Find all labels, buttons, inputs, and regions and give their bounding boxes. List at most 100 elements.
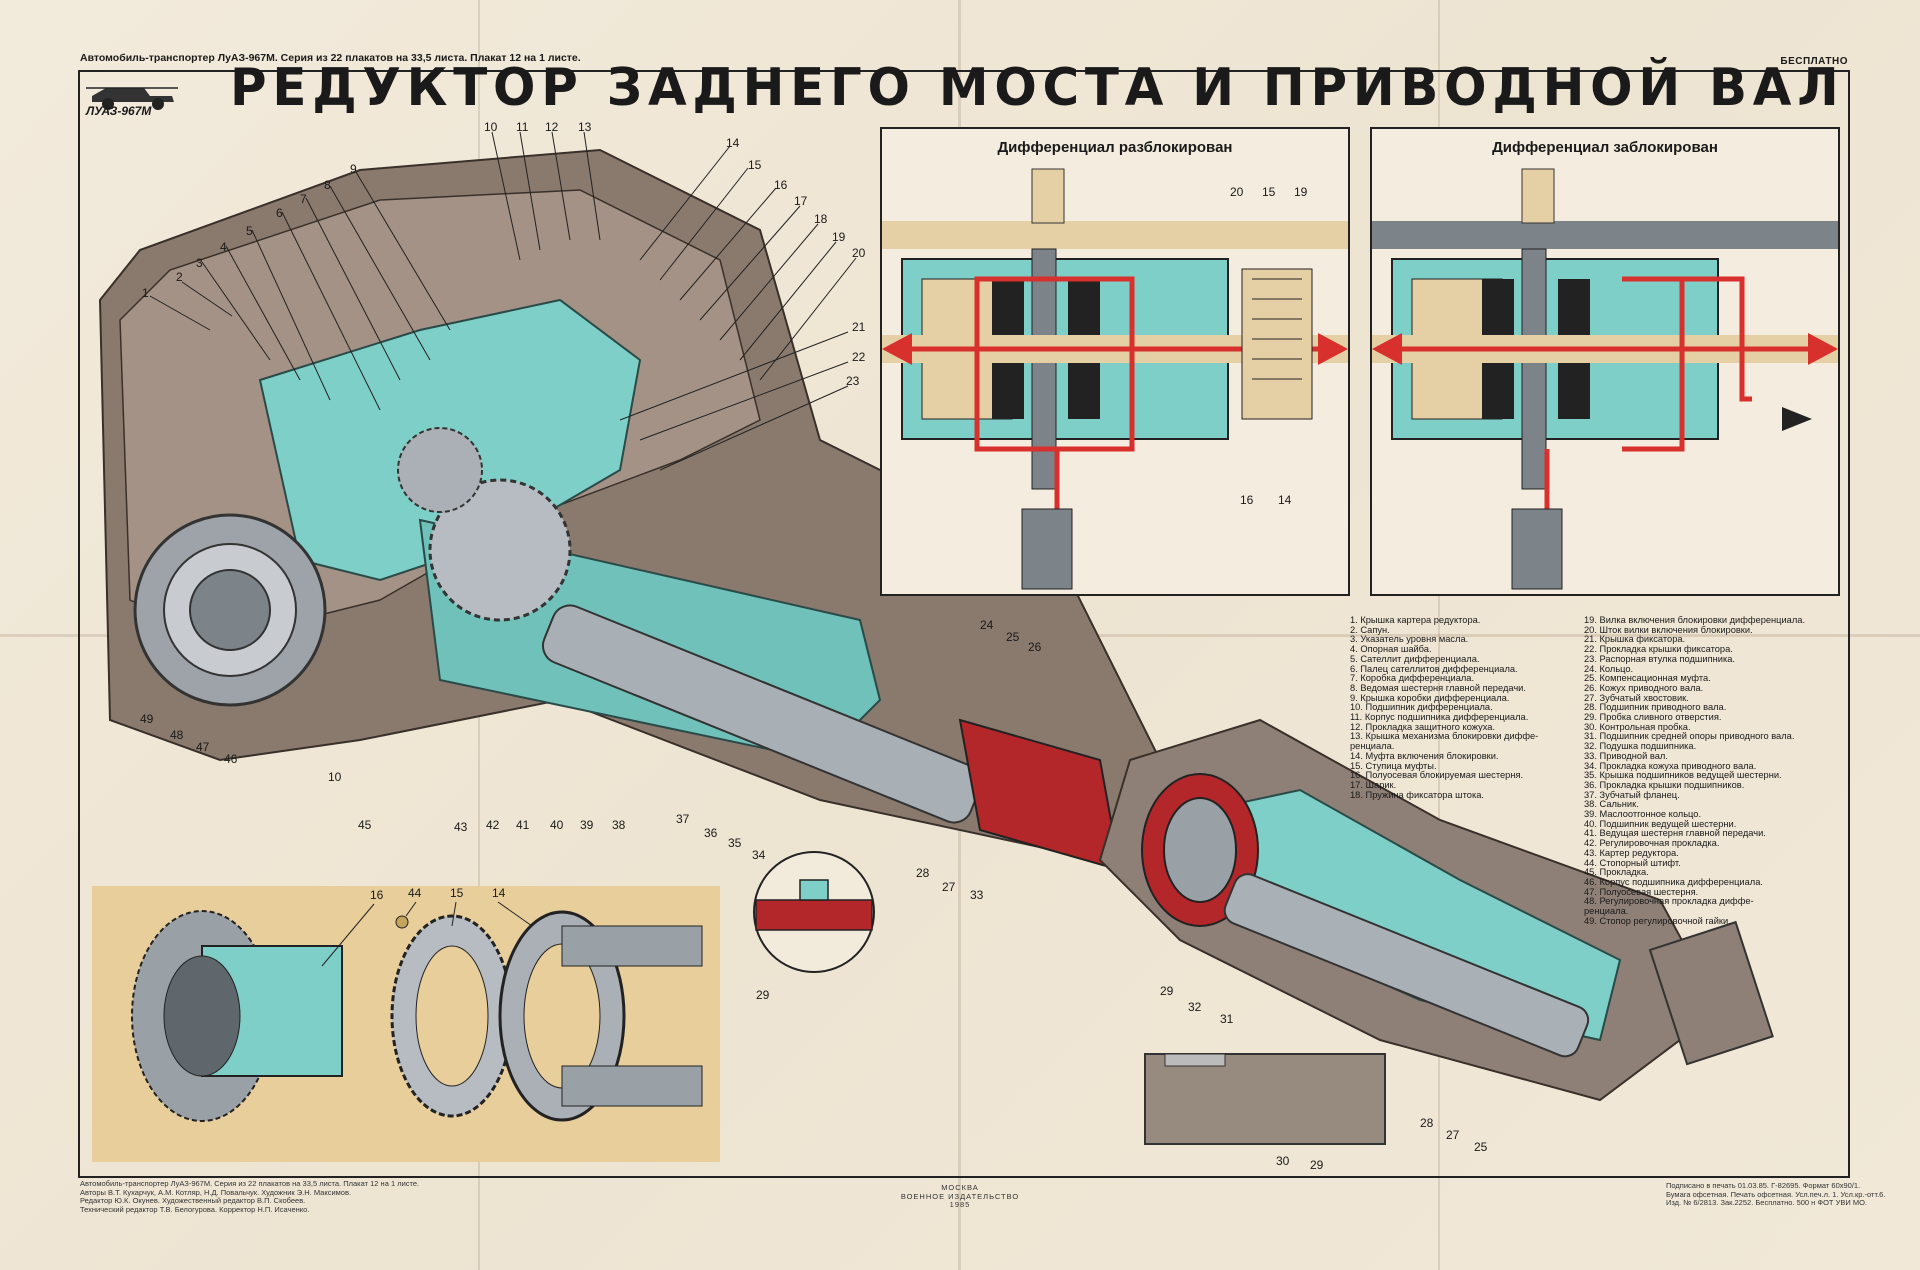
legend-item: 15. Ступица муфты.	[1350, 760, 1437, 771]
callout-48: 48	[170, 728, 184, 742]
callout-37: 37	[676, 812, 690, 826]
callout-40: 40	[550, 818, 564, 832]
callout-5: 5	[246, 224, 253, 238]
callout-49: 49	[140, 712, 154, 726]
callout-10b: 10	[328, 770, 342, 784]
legend-item: 29. Пробка сливного отверстия.	[1584, 712, 1722, 723]
callout-15: 15	[748, 158, 762, 172]
shaft-callout-31: 31	[1220, 1012, 1234, 1026]
callout-25: 25	[1006, 630, 1020, 644]
callout-16: 16	[774, 178, 788, 192]
unlocked-diagram	[882, 168, 1348, 590]
legend-item: 25. Компенсационная муфта.	[1584, 673, 1711, 684]
legend-item: 2. Сапун.	[1350, 624, 1390, 635]
logo-text: ЛУАЗ-967М	[86, 104, 152, 118]
inset-callout-15: 15	[450, 886, 464, 900]
callout-23: 23	[846, 374, 860, 388]
callout-39: 39	[580, 818, 594, 832]
series-line: Автомобиль-транспортер ЛуАЗ-967М. Серия …	[80, 52, 581, 64]
legend-item: 24. Кольцо.	[1584, 663, 1634, 674]
callout-20: 20	[852, 246, 866, 260]
shaft-callout-29b: 29	[1310, 1158, 1324, 1172]
callout-34: 34	[752, 848, 766, 862]
shaft-callout-25: 25	[1474, 1140, 1488, 1154]
callout-17: 17	[794, 194, 808, 208]
locked-diagram	[1372, 168, 1838, 590]
footer-left: Автомобиль-транспортер ЛуАЗ-967М. Серия …	[80, 1179, 420, 1214]
unlocked-callout-14: 14	[1278, 493, 1292, 507]
footer-line: Изд. № 6/2813. Зак.2252. Бесплатно. 500 …	[1666, 1198, 1867, 1207]
legend-item: ренциала.	[1350, 741, 1395, 752]
legend-item: 4. Опорная шайба.	[1350, 644, 1432, 655]
legend-item: 41. Ведущая шестерня главной передачи.	[1584, 828, 1766, 839]
legend-item: 12. Прокладка защитного кожуха.	[1350, 721, 1496, 732]
callout-2: 2	[176, 270, 183, 284]
unlocked-callout-19: 19	[1294, 185, 1308, 199]
callout-21: 21	[852, 320, 866, 334]
callout-41: 41	[516, 818, 530, 832]
shaft-callout-29: 29	[1160, 984, 1174, 998]
legend-item: 35. Крышка подшипников ведущей шестерни.	[1584, 770, 1782, 781]
legend-left: 1. Крышка картера редуктора. 2. Сапун. 3…	[1350, 615, 1538, 800]
legend-item: 31. Подшипник средней опоры приводного в…	[1584, 731, 1795, 742]
footer-line: Технический редактор Т.В. Белогурова. Ко…	[80, 1204, 310, 1214]
legend-item: 5. Сателлит дифференциала.	[1350, 653, 1480, 664]
callout-6: 6	[276, 206, 283, 220]
legend-item: 14. Муфта включения блокировки.	[1350, 750, 1499, 761]
clutch-parts-inset: 16 44 15 14	[92, 886, 720, 1162]
callout-33: 33	[970, 888, 984, 902]
callout-43: 43	[454, 820, 468, 834]
callout-47: 47	[196, 740, 210, 754]
legend-item: 33. Приводной вал.	[1584, 750, 1668, 761]
legend-item: 49. Стопор регулировочной гайки.	[1584, 915, 1731, 926]
detail-callout-29: 29	[756, 988, 770, 1002]
callout-42: 42	[486, 818, 500, 832]
footer-line: Авторы В.Т. Кухарчук, А.М. Котляр, Н.Д. …	[80, 1187, 352, 1197]
legend-item: 44. Стопорный штифт.	[1584, 857, 1681, 868]
unlocked-callout-20: 20	[1230, 185, 1244, 199]
panel-unlocked: Дифференциал разблокирован 20 15 19 16 1…	[880, 127, 1350, 596]
footer-line: Подписано в печать 01.03.85. Г-82695. Фо…	[1666, 1181, 1861, 1190]
legend-right: 19. Вилка включения блокировки дифференц…	[1584, 615, 1805, 927]
legend-item: 34. Прокладка кожуха приводного вала.	[1584, 760, 1757, 771]
callout-36: 36	[704, 826, 718, 840]
callout-27: 27	[942, 880, 956, 894]
legend-item: 9. Крышка коробки дифференциала.	[1350, 692, 1510, 703]
legend-item: 30. Контрольная пробка.	[1584, 721, 1691, 732]
legend-item: 32. Подушка подшипника.	[1584, 741, 1697, 752]
panel-unlocked-title: Дифференциал разблокирован	[997, 139, 1233, 156]
callout-11: 11	[516, 120, 529, 134]
callout-10: 10	[484, 120, 498, 134]
legend-item: 7. Коробка дифференциала.	[1350, 673, 1475, 684]
legend-item: 8. Ведомая шестерня главной передачи.	[1350, 682, 1526, 693]
legend-item: ренциала.	[1584, 906, 1629, 917]
inset-callout-14: 14	[492, 886, 506, 900]
shaft-callout-32: 32	[1188, 1000, 1202, 1014]
legend-item: 43. Картер редуктора.	[1584, 847, 1679, 858]
footer-line: Автомобиль-транспортер ЛуАЗ-967М. Серия …	[80, 1179, 420, 1188]
shaft-callout-27: 27	[1446, 1128, 1460, 1142]
footer-center: МОСКВА ВОЕННОЕ ИЗДАТЕЛЬСТВО 1985	[900, 1183, 1020, 1210]
callout-46: 46	[224, 752, 238, 766]
legend-item: 1. Крышка картера редуктора.	[1350, 615, 1481, 625]
legend-item: 42. Регулировочная прокладка.	[1584, 838, 1720, 849]
hub-gear	[131, 910, 343, 1122]
legend-item: 21. Крышка фиксатора.	[1584, 634, 1686, 645]
legend-item: 18. Пружина фиксатора штока.	[1350, 789, 1484, 800]
callout-24: 24	[980, 618, 994, 632]
callout-13: 13	[578, 120, 592, 134]
legend-item: 26. Кожух приводного вала.	[1584, 682, 1704, 693]
footer-line: 1985	[949, 1200, 971, 1209]
shaft-callout-28: 28	[1420, 1116, 1434, 1130]
callout-22: 22	[852, 350, 866, 364]
callout-3: 3	[196, 256, 203, 270]
legend-item: 48. Регулировочная прокладка диффе-	[1584, 896, 1754, 907]
inset-callout-16: 16	[370, 888, 384, 902]
panel-locked-title: Дифференциал заблокирован	[1492, 139, 1718, 156]
footer-line: ВОЕННОЕ ИЗДАТЕЛЬСТВО	[900, 1191, 1020, 1201]
legend-item: 38. Сальник.	[1584, 799, 1639, 810]
free-label: БЕСПЛАТНО	[1780, 56, 1848, 67]
legend-item: 37. Зубчатый фланец.	[1584, 789, 1680, 800]
